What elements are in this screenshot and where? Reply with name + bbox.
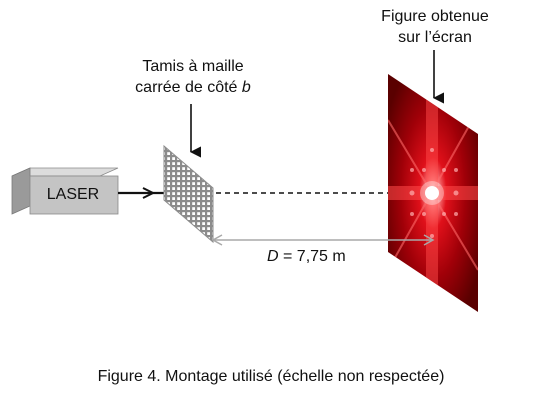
screen-label: Figure obtenue sur l’écran bbox=[365, 6, 505, 48]
laser-side-face bbox=[11, 167, 31, 215]
distance-variable: D bbox=[267, 248, 279, 265]
sieve-label: Tamis à maille carrée de côté b bbox=[118, 56, 268, 98]
sieve-label-line2: carrée de côté b bbox=[118, 77, 268, 98]
distance-value: = 7,75 m bbox=[278, 248, 346, 265]
diffraction-screen bbox=[388, 74, 478, 312]
figure-caption: Figure 4. Montage utilisé (échelle non r… bbox=[97, 368, 445, 385]
distance-label: D = 7,75 m bbox=[267, 246, 346, 267]
screen-label-line2: sur l’écran bbox=[398, 29, 472, 46]
sieve-grid bbox=[163, 144, 214, 244]
sieve-label-line2-text: carrée de côté bbox=[135, 79, 242, 96]
distance-arrow bbox=[211, 234, 435, 246]
laser-front-face bbox=[29, 175, 119, 215]
laser-label: LASER bbox=[46, 186, 100, 203]
sieve-label-line1: Tamis à maille bbox=[142, 58, 244, 75]
laser-device bbox=[11, 167, 119, 215]
sieve-side-variable: b bbox=[241, 79, 251, 96]
screen-label-line1: Figure obtenue bbox=[381, 8, 489, 25]
